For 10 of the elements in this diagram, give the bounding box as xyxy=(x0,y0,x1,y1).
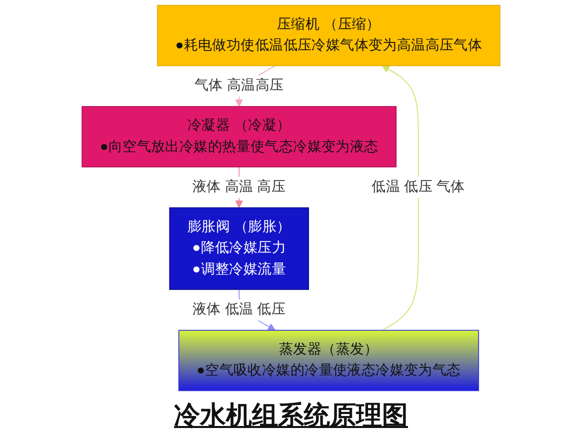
edge-label: 气体 高温高压 xyxy=(194,78,284,94)
edge-label: 液体 低温 低压 xyxy=(192,302,286,317)
arrow xyxy=(382,65,419,331)
node-box: 压缩机 （压缩） ●耗电做功使低温低压冷媒气体变为高温高压气体 xyxy=(157,4,500,66)
node-box: 冷凝器 （冷凝） ●向空气放出冷媒的热量使气态冷媒变为液态 xyxy=(82,106,397,168)
diagram-caption: 冷水机组系统原理图 xyxy=(173,399,409,432)
edge-label: 液体 高温 高压 xyxy=(192,179,286,194)
edge-label: 低温 低压 气体 xyxy=(372,179,465,194)
node-box: 膨胀阀 （膨胀） ●降低冷媒压力 ●调整冷媒流量 xyxy=(169,207,309,290)
node-box: 蒸发器（蒸发） ●空气吸收冷媒的冷量使液态冷媒变为气态 xyxy=(178,330,480,392)
